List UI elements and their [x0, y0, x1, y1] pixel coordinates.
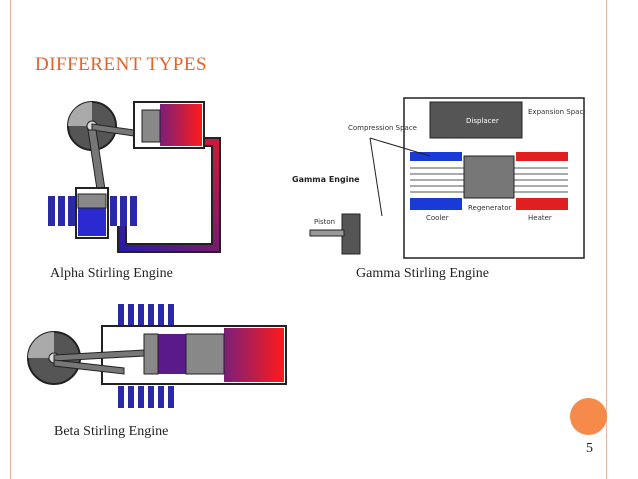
piston-label: Piston [314, 218, 335, 226]
cooler-label: Cooler [426, 214, 449, 222]
alpha-engine-diagram [48, 101, 221, 253]
regenerator-label: Regenerator [468, 204, 512, 212]
gamma-engine-label: Gamma Engine [292, 175, 360, 184]
gamma-engine-diagram: Displacer Expansion Space Cooler Regener… [292, 97, 585, 259]
compression-space-label: Compression Space [348, 124, 417, 132]
slide-border-right [606, 0, 607, 479]
beta-caption: Beta Stirling Engine [54, 424, 169, 439]
beta-engine-diagram [27, 304, 287, 408]
displacer-label: Displacer [466, 117, 499, 125]
gamma-caption: Gamma Stirling Engine [356, 266, 489, 281]
slide-title: DIFFERENT TYPES [35, 54, 208, 75]
heater-label: Heater [528, 214, 552, 222]
page-number: 5 [586, 441, 593, 456]
slide-border-left [10, 0, 11, 479]
alpha-caption: Alpha Stirling Engine [50, 266, 173, 281]
decorative-circle [570, 398, 607, 435]
expansion-space-label: Expansion Space [528, 108, 585, 116]
